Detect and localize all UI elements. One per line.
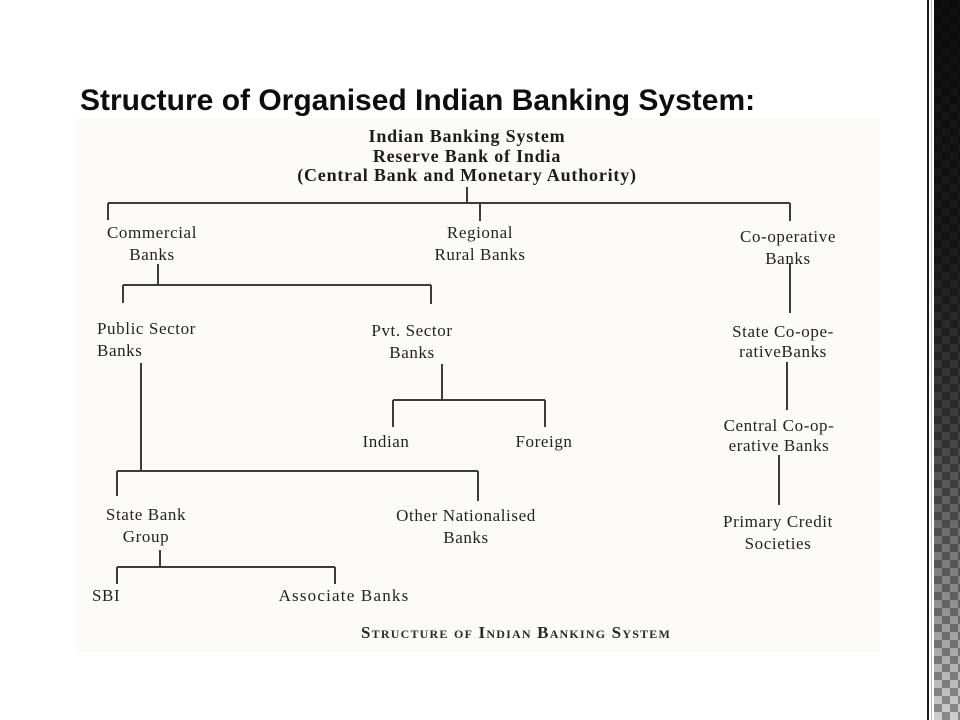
node-pvt-sector-banks: Pvt. Sector Banks [371, 321, 453, 362]
node-root-reserve-bank: Indian Banking System Reserve Bank of In… [297, 126, 637, 186]
node-primary-credit-societies: Primary Credit Societies [723, 512, 833, 553]
node-state-bank-group: State Bank Group [105, 505, 187, 546]
node-other-nationalised-banks: Other Nationalised Banks [396, 506, 536, 547]
root-line-3: (Central Bank and Monetary Authority) [297, 165, 637, 185]
figure-caption: Structure of Indian Banking System [360, 623, 672, 642]
node-public-sector-banks: Public Sector Banks [97, 319, 196, 360]
scanned-figure-background [76, 118, 880, 653]
root-line-2: Reserve Bank of India [372, 145, 562, 166]
right-texture-strip [934, 0, 960, 720]
slide-title: Structure of Organised Indian Banking Sy… [80, 84, 756, 117]
node-sbi: SBI [92, 586, 121, 605]
node-associate-banks: Associate Banks [278, 586, 410, 605]
root-line-1: Indian Banking System [368, 126, 566, 146]
right-border-line [927, 0, 929, 720]
node-commercial-banks: Commercial Banks [106, 223, 198, 264]
node-central-cooperative-banks: Central Co-op- erative Banks [723, 416, 835, 455]
node-indian-banks: Indian [362, 432, 410, 451]
node-state-cooperative-banks: State Co-ope- rativeBanks [732, 322, 834, 361]
node-cooperative-banks: Co-operative Banks [740, 227, 836, 268]
node-regional-rural-banks: Regional Rural Banks [434, 223, 526, 264]
node-foreign-banks: Foreign [515, 432, 573, 451]
right-border-hairline [931, 0, 932, 720]
